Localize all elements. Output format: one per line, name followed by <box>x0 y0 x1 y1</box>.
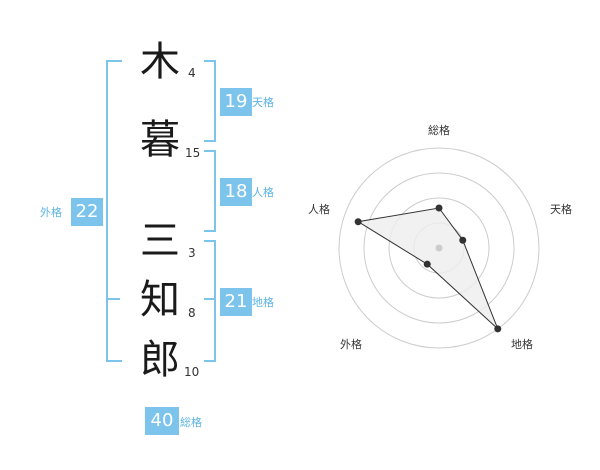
chikaku-bracket-tick <box>204 298 216 300</box>
stroke-count-3: 3 <box>188 246 196 260</box>
jinkaku-badge: 18 <box>220 178 252 206</box>
name-char-1: 木 <box>140 39 180 85</box>
radar-point-5 <box>354 218 362 226</box>
radar-ring-3 <box>363 172 515 324</box>
radar-point-4 <box>423 260 431 268</box>
chikaku-bracket <box>204 240 216 362</box>
stroke-count-5: 10 <box>184 365 200 379</box>
name-char-4: 知 <box>140 277 180 323</box>
jinkaku-bracket <box>204 150 216 232</box>
name-char-2: 暮 <box>140 117 180 163</box>
radar-ring-4 <box>338 147 540 349</box>
gaikaku-badge: 22 <box>71 198 103 226</box>
soukaku-label: 総格 <box>180 416 202 429</box>
soukaku-badge: 40 <box>145 407 179 435</box>
radar-axis-label-jinkaku: 人格 <box>308 203 330 216</box>
chikaku-label: 地格 <box>252 296 274 309</box>
gaikaku-label: 外格 <box>40 206 62 219</box>
outer-bracket <box>106 60 122 362</box>
radar-point-3 <box>494 325 502 333</box>
stroke-count-1: 4 <box>188 66 196 80</box>
jinkaku-label: 人格 <box>252 186 274 199</box>
name-char-5: 郎 <box>140 337 180 383</box>
radar-axis-label-tenkaku: 天格 <box>550 203 572 216</box>
tenkaku-bracket <box>204 60 216 142</box>
tenkaku-badge: 19 <box>220 88 252 116</box>
name-char-3: 三 <box>140 218 180 264</box>
radar-axis-label-soukaku: 総格 <box>428 124 450 137</box>
radar-point-1 <box>435 204 443 212</box>
radar-axis-label-chikaku: 地格 <box>511 338 533 351</box>
radar-point-2 <box>459 236 467 244</box>
outer-bracket-tick <box>106 298 120 300</box>
stroke-count-2: 15 <box>185 146 201 160</box>
radar-axis-label-gaikaku: 外格 <box>340 338 362 351</box>
radar-ring-2 <box>388 197 490 299</box>
tenkaku-label: 天格 <box>252 96 274 109</box>
stroke-count-4: 8 <box>188 306 196 320</box>
radar-polygon <box>356 207 499 330</box>
chikaku-badge: 21 <box>220 288 252 316</box>
radar-center-dot <box>435 244 443 252</box>
